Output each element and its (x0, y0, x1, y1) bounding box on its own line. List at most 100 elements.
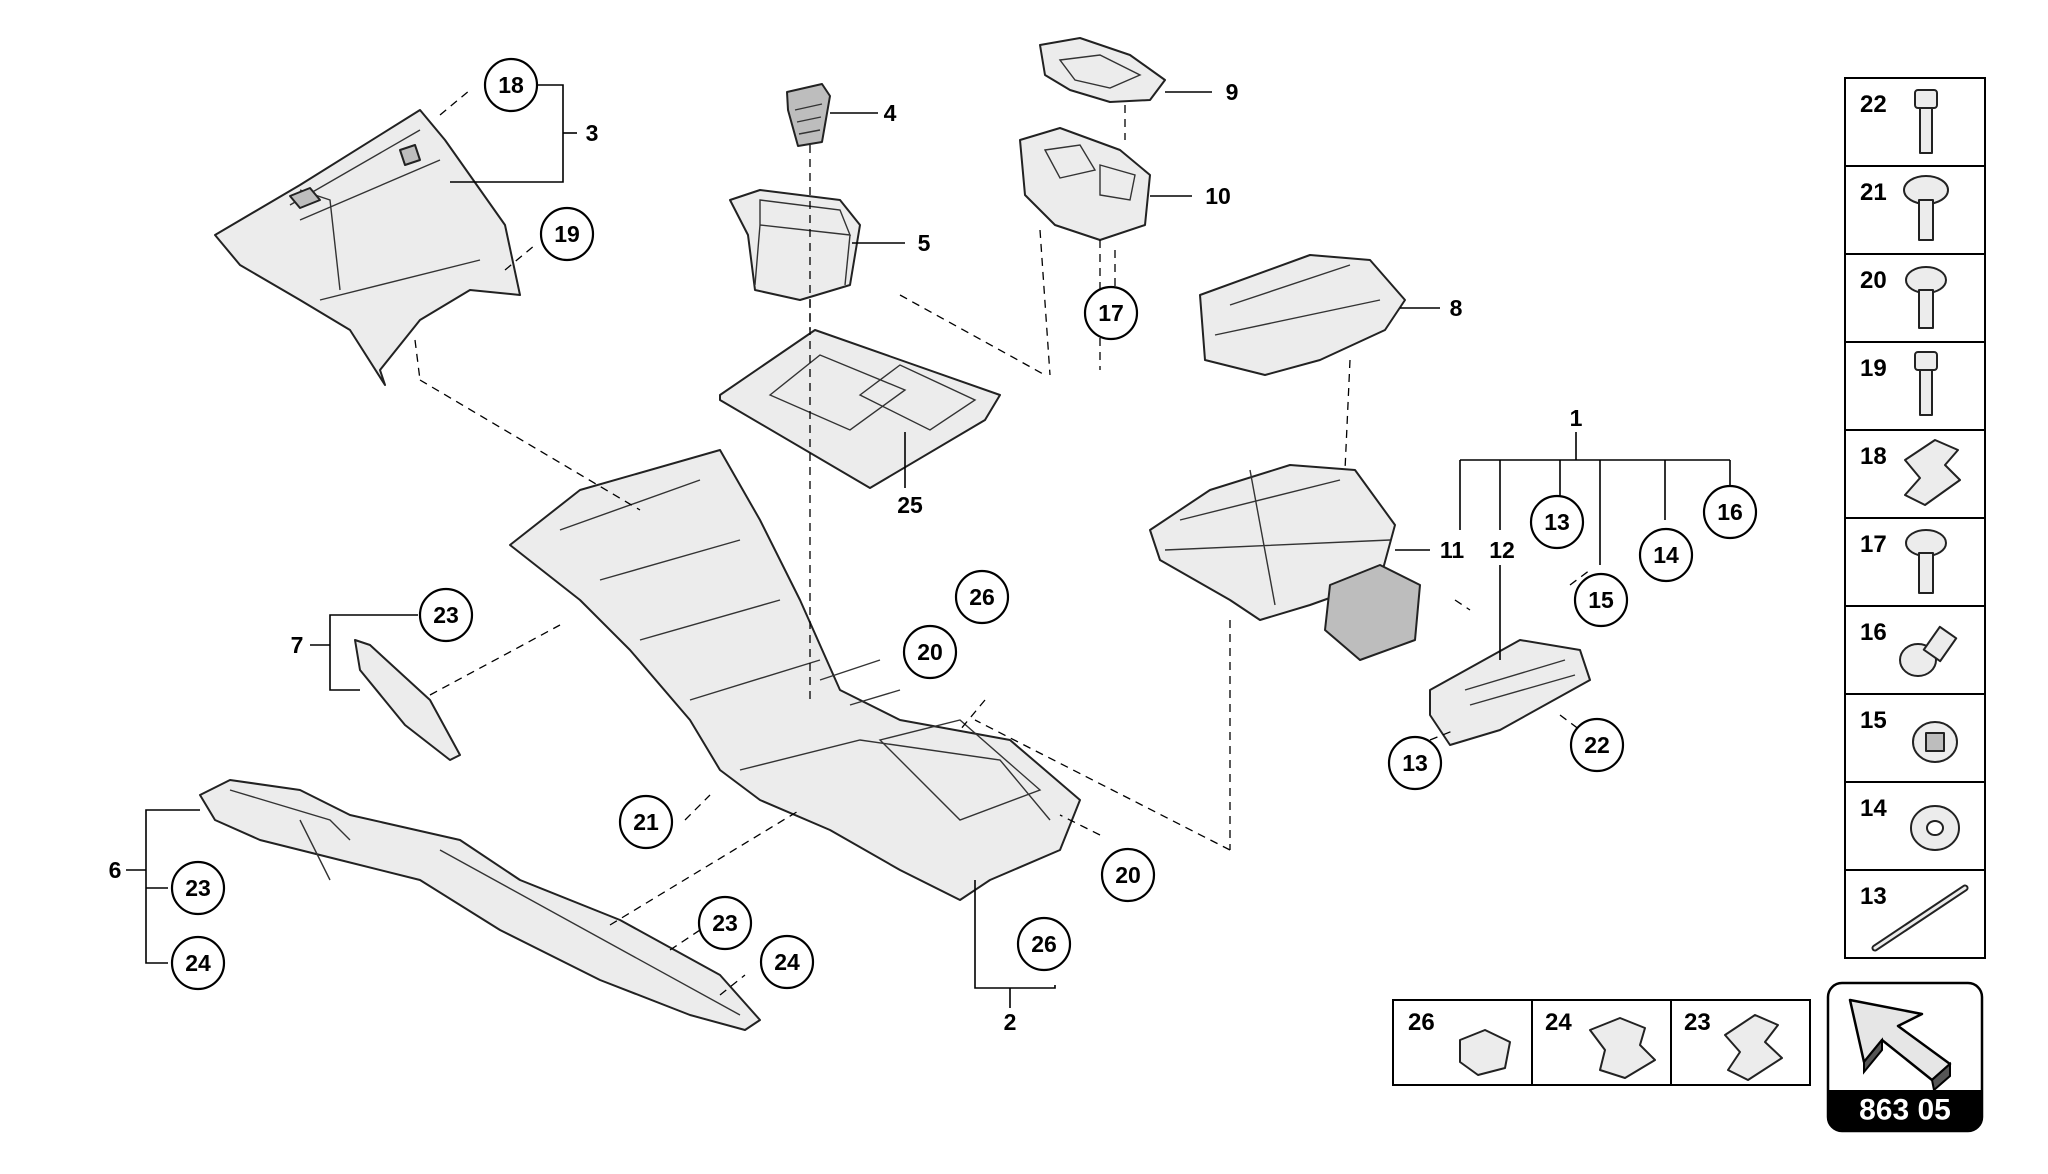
svg-text:22: 22 (1584, 732, 1610, 758)
svg-text:14: 14 (1653, 542, 1679, 568)
callout-16: 16 (1702, 484, 1758, 540)
svg-text:26: 26 (1031, 931, 1057, 957)
part-7-drawing (354, 639, 461, 761)
svg-text:23: 23 (433, 602, 459, 628)
callout-22: 22 (1569, 717, 1625, 773)
washer-14-icon (1910, 805, 1960, 851)
svg-text:16: 16 (1860, 619, 1887, 646)
callout-20: 20 (1100, 847, 1156, 903)
clip-24-icon (1589, 1017, 1656, 1079)
label-part-5: 5 (918, 230, 931, 256)
label-part-10: 10 (1205, 183, 1231, 209)
part-25-drawing (719, 329, 1001, 489)
callouts: 18 19 17 23 23 24 23 24 (170, 57, 1758, 991)
clip-23-cell: 23 (1670, 999, 1811, 1086)
label-part-12: 12 (1489, 537, 1515, 563)
alignment-lines (414, 89, 1661, 996)
callout-21: 21 (618, 794, 674, 850)
label-part-6: 6 (109, 857, 122, 883)
reference-badge: 863 05 (1826, 981, 1984, 1133)
clip-23-icon (1724, 1014, 1783, 1081)
part-5-drawing (729, 189, 861, 301)
label-part-9: 9 (1226, 79, 1239, 105)
callout-19: 19 (539, 206, 595, 262)
callout-24: 24 (759, 934, 815, 990)
callout-23: 23 (418, 587, 474, 643)
part-6-drawing (199, 779, 761, 1031)
clip-24-cell: 24 (1531, 999, 1672, 1086)
svg-text:16: 16 (1717, 499, 1743, 525)
svg-text:21: 21 (633, 809, 659, 835)
callout-14: 14 (1638, 527, 1694, 583)
clip-panel: 26 24 23 (1392, 999, 1811, 1086)
pin-13-icon (1871, 884, 1969, 952)
svg-text:13: 13 (1860, 883, 1887, 910)
label-part-3: 3 (586, 120, 599, 146)
fastener-22-cell: 22 (1844, 77, 1986, 167)
svg-text:19: 19 (1860, 355, 1887, 382)
clip-26-cell: 26 (1392, 999, 1533, 1086)
callout-18: 18 (483, 57, 539, 113)
pad-26-icon (1459, 1029, 1511, 1076)
svg-text:14: 14 (1860, 795, 1887, 822)
svg-text:18: 18 (1860, 443, 1887, 470)
callout-23: 23 (170, 860, 226, 916)
flange-bolt-17-icon (1905, 529, 1947, 594)
callout-17: 17 (1083, 285, 1139, 341)
part-4-drawing (786, 83, 831, 147)
fastener-18-cell: 18 (1844, 429, 1986, 519)
svg-text:21: 21 (1860, 179, 1887, 206)
callout-26: 26 (954, 569, 1010, 625)
svg-text:22: 22 (1860, 91, 1887, 118)
stud-16-icon (1899, 625, 1958, 677)
svg-text:17: 17 (1860, 531, 1887, 558)
svg-text:17: 17 (1098, 300, 1124, 326)
flange-bolt-20-icon (1905, 266, 1947, 329)
part-12-drawing (1429, 639, 1591, 746)
part-number-labels: 1 2 3 4 5 6 7 8 9 10 11 12 25 (109, 79, 1583, 1035)
direction-arrow-icon (1848, 998, 1952, 1092)
svg-text:24: 24 (185, 950, 211, 976)
fastener-13-cell: 13 (1844, 869, 1986, 959)
svg-text:20: 20 (1115, 862, 1141, 888)
svg-text:20: 20 (917, 639, 943, 665)
fastener-14-cell: 14 (1844, 781, 1986, 871)
fastener-19-cell: 19 (1844, 341, 1986, 431)
fastener-16-cell: 16 (1844, 605, 1986, 695)
part-8-drawing (1199, 254, 1406, 376)
callout-13: 13 (1387, 735, 1443, 791)
fastener-panel: 22 21 20 19 (1844, 77, 1986, 959)
fastener-20-cell: 20 (1844, 253, 1986, 343)
svg-text:19: 19 (554, 221, 580, 247)
svg-text:15: 15 (1588, 587, 1614, 613)
label-part-7: 7 (291, 632, 304, 658)
svg-text:23: 23 (185, 875, 211, 901)
clip-18-icon (1904, 439, 1961, 506)
part-10-drawing (1019, 127, 1151, 241)
part-1-drawing (1149, 464, 1421, 661)
fastener-21-cell: 21 (1844, 165, 1986, 255)
callout-20: 20 (902, 624, 958, 680)
callout-23: 23 (697, 895, 753, 951)
svg-text:26: 26 (969, 584, 995, 610)
callout-24: 24 (170, 935, 226, 991)
svg-text:13: 13 (1402, 750, 1428, 776)
svg-text:23: 23 (712, 910, 738, 936)
svg-text:24: 24 (1545, 1009, 1572, 1036)
part-3-drawing (214, 109, 521, 386)
svg-text:18: 18 (498, 72, 524, 98)
svg-text:13: 13 (1544, 509, 1570, 535)
svg-text:26: 26 (1408, 1009, 1435, 1036)
label-part-25: 25 (897, 492, 923, 518)
svg-text:20: 20 (1860, 267, 1887, 294)
reference-code: 863 05 (1859, 1094, 1951, 1127)
svg-text:15: 15 (1860, 707, 1887, 734)
label-part-8: 8 (1450, 295, 1463, 321)
label-part-1: 1 (1570, 405, 1583, 431)
flange-bolt-21-icon (1903, 175, 1949, 241)
label-part-2: 2 (1004, 1009, 1017, 1035)
part-2-drawing (509, 449, 1081, 901)
fastener-17-cell: 17 (1844, 517, 1986, 607)
svg-text:23: 23 (1684, 1009, 1711, 1036)
